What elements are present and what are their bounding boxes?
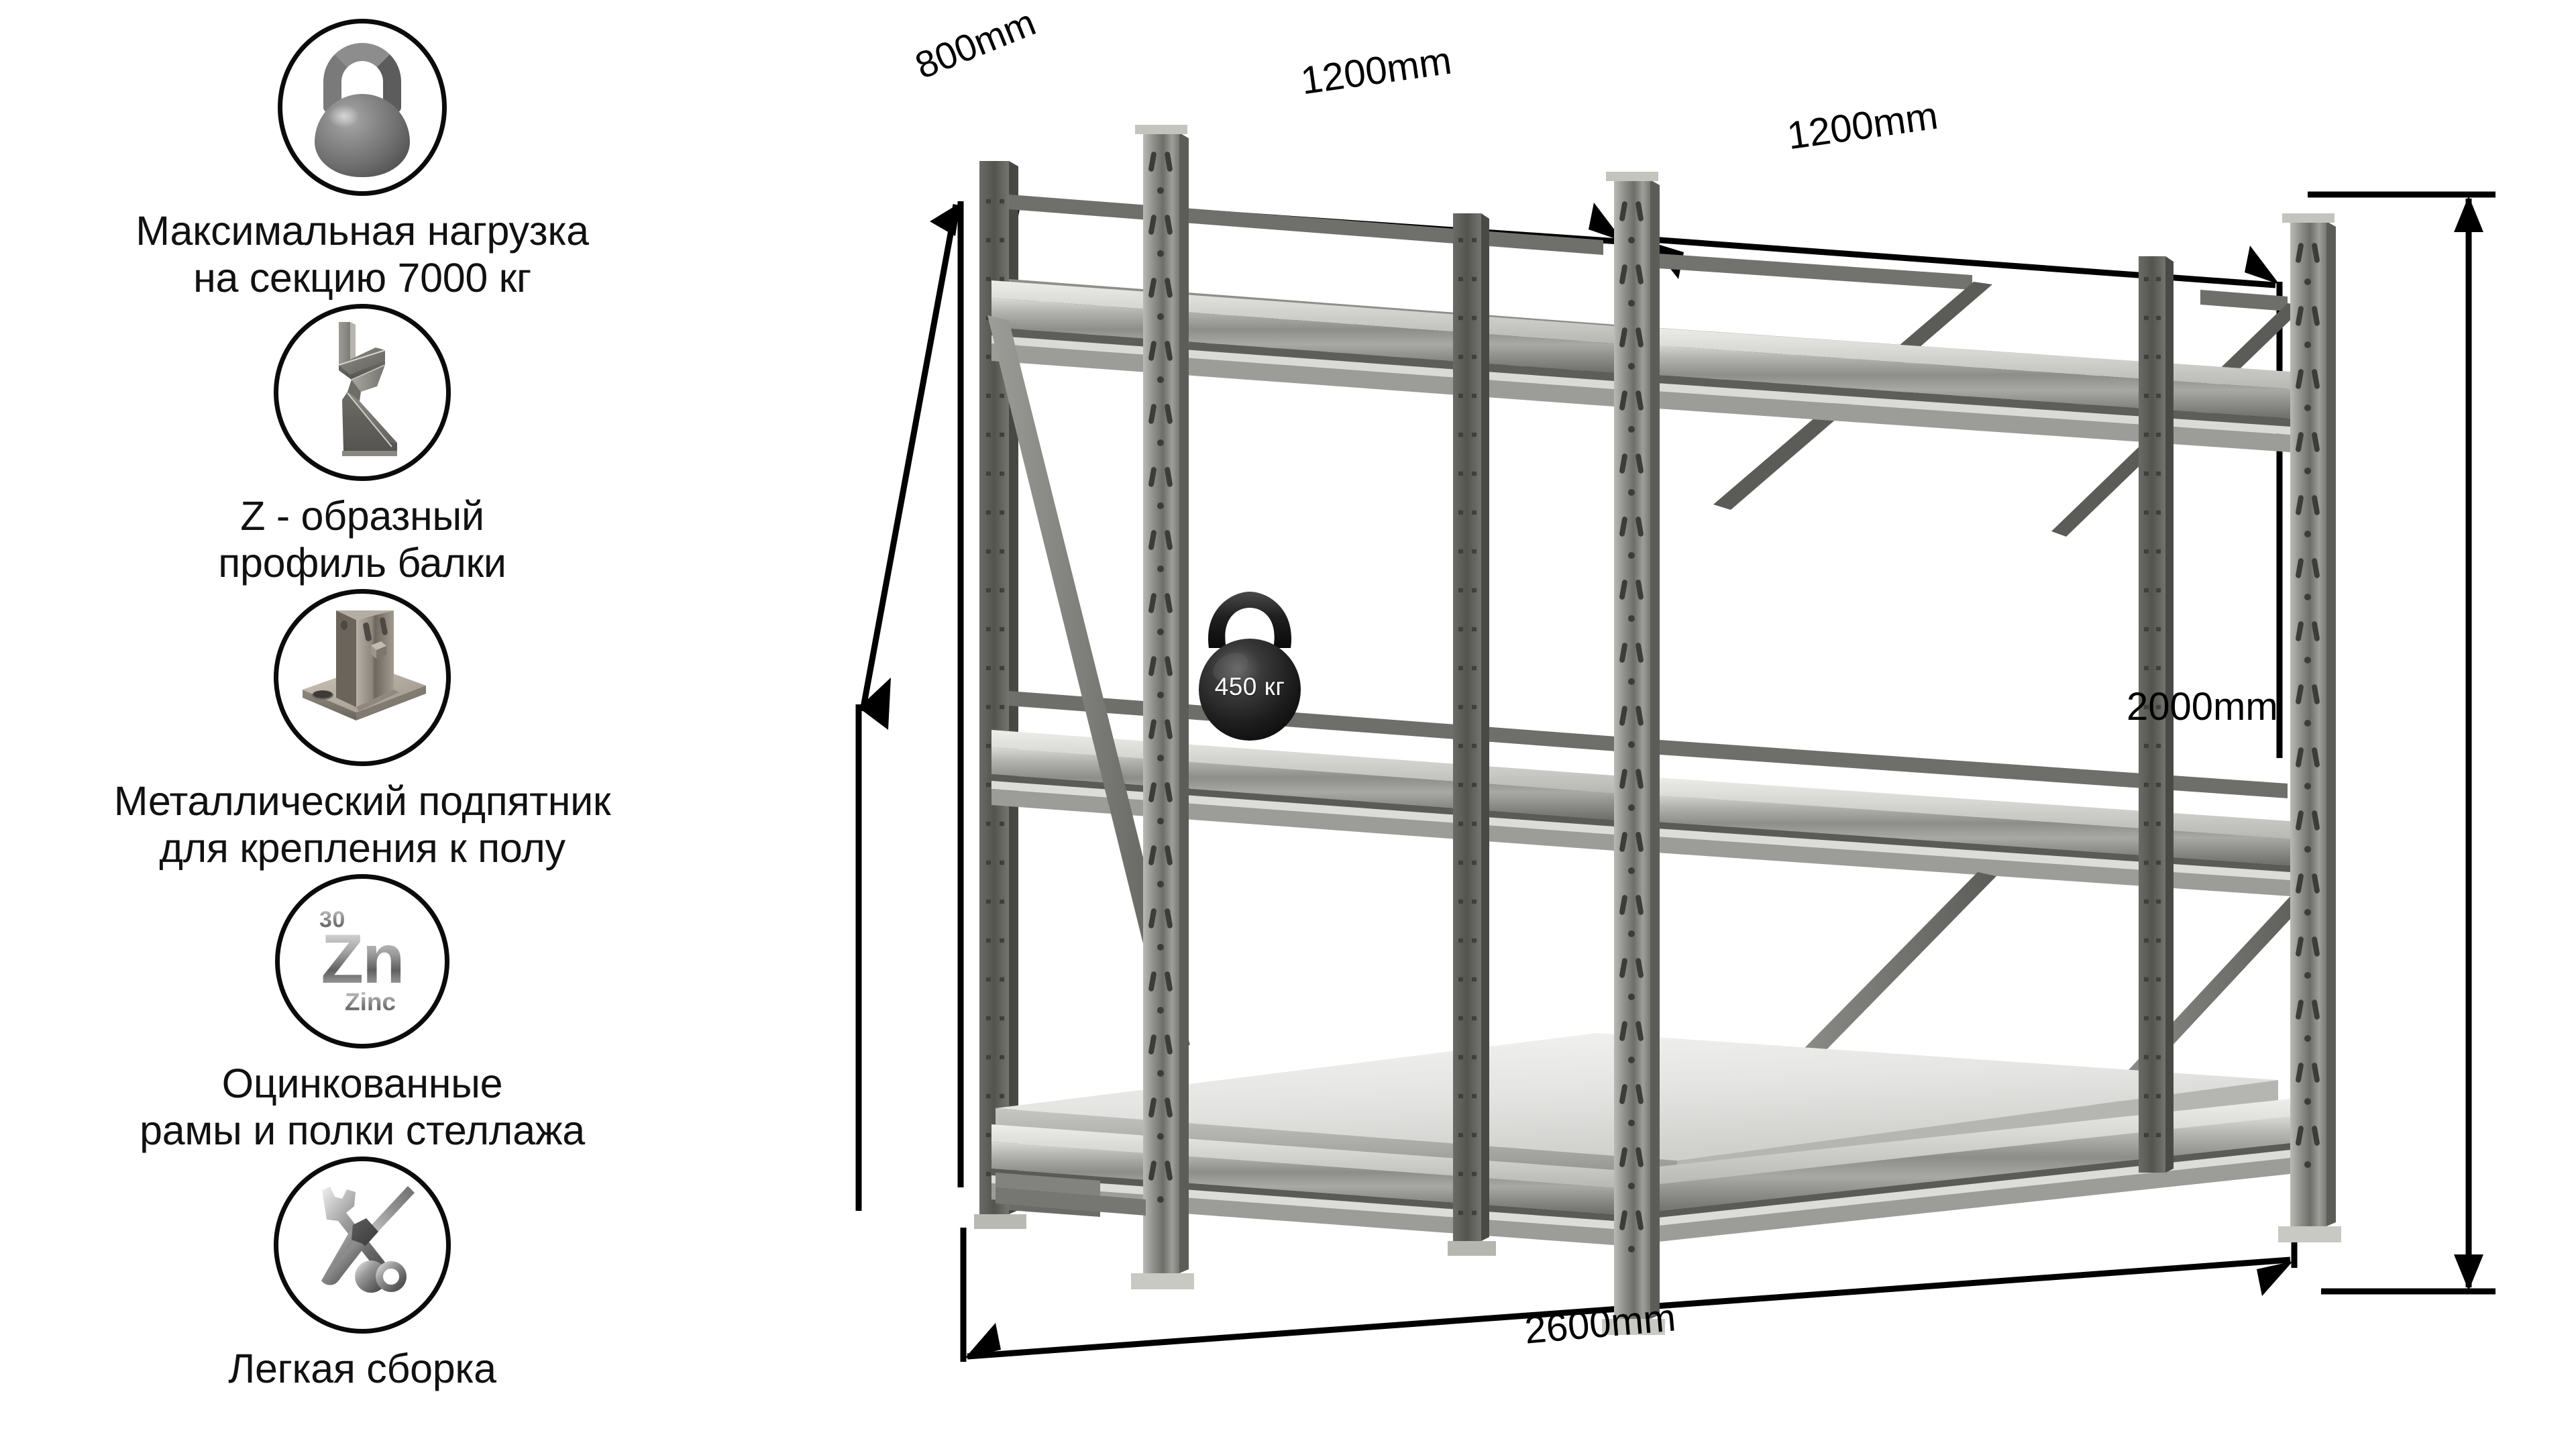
feature-item-z-profile: Z - образный профиль балки bbox=[20, 304, 704, 586]
rack-upright-rear-center bbox=[1448, 213, 1496, 1256]
feature-item-base-plate: Металлический подпятник для крепления к … bbox=[20, 589, 704, 871]
zinc-icon: 30 Zn Zinc bbox=[275, 874, 449, 1049]
feature-label: Z - образный профиль балки bbox=[218, 493, 506, 586]
feature-item-max-load: Максимальная нагрузка на секцию 7000 кг bbox=[20, 19, 704, 301]
tools-icon bbox=[274, 1157, 451, 1334]
rack-upright-front-left bbox=[1131, 125, 1194, 1289]
feature-label: Легкая сборка bbox=[228, 1346, 496, 1392]
rack-left-frame-brace bbox=[987, 315, 1190, 1045]
floor-base-plate-icon bbox=[274, 589, 451, 767]
rack-beam-mid-right bbox=[1627, 775, 2290, 896]
kettlebell-icon bbox=[278, 19, 447, 196]
z-profile-beam-icon bbox=[274, 304, 451, 482]
zinc-atomic-number: 30 bbox=[319, 906, 345, 932]
feature-label: Металлический подпятник для крепления к … bbox=[113, 778, 611, 871]
zinc-element-name: Zinc bbox=[344, 987, 396, 1016]
dimension-label-height: 2000mm bbox=[2127, 685, 2278, 729]
zinc-symbol: Zn bbox=[321, 920, 405, 998]
rack-upright-front-right bbox=[2278, 213, 2341, 1242]
rack-upright-rear-right bbox=[2139, 256, 2174, 1173]
feature-label: Максимальная нагрузка на секцию 7000 кг bbox=[136, 208, 589, 301]
feature-item-galvanized: 30 Zn Zinc Оцинкованные рамы и полки сте… bbox=[20, 874, 704, 1154]
rack-upright-front-center bbox=[1602, 172, 1665, 1335]
rack-beam-top-left bbox=[991, 280, 1614, 407]
feature-item-easy-assembly: Легкая сборка bbox=[20, 1157, 704, 1393]
rack-illustration bbox=[724, 0, 2576, 1449]
shelf-load-kettlebell: 450 кг bbox=[1179, 590, 1320, 745]
feature-list: Максимальная нагрузка на секцию 7000 кг bbox=[0, 19, 724, 1428]
rack-beam-top-right bbox=[1627, 326, 2290, 452]
shelf-load-label: 450 кг bbox=[1214, 673, 1285, 700]
feature-label: Оцинкованные рамы и полки стеллажа bbox=[140, 1061, 585, 1153]
